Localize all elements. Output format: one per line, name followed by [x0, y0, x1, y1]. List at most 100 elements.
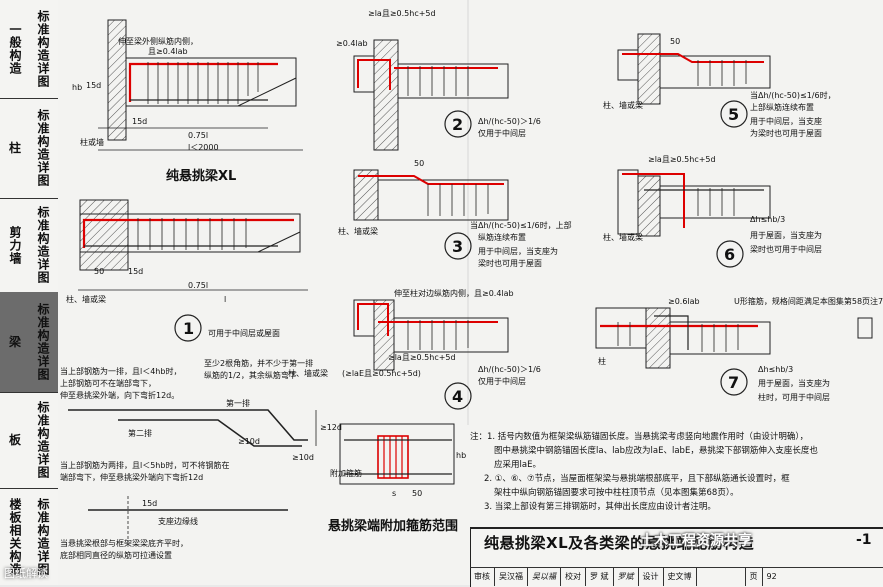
detail-4-text2: 仅用于中间层: [478, 376, 526, 386]
sidebar-label: 柱: [8, 141, 21, 155]
detail-3-text: 当Δh/(hc-50)≤1/6时，上部: [470, 220, 572, 230]
note-line: 2. ①、⑥、⑦节点，当屋面框架梁与悬挑端根部底平，且下部纵筋通长设置时，框: [484, 474, 790, 484]
d1-075l: 0.75l: [188, 131, 208, 140]
sidebar-item-beam[interactable]: 梁 标准构造详图: [0, 292, 58, 393]
sig-cell: 吴汉福: [495, 568, 528, 586]
stirrup-left: 附加箍筋: [330, 468, 362, 478]
d7-u: U形箍筋，规格间距满足本图集第58页注7。: [734, 296, 883, 306]
lower-note9: 底部相同直径的纵筋可拉通设置: [60, 550, 172, 560]
d3-col: 柱、墙或梁: [338, 226, 378, 236]
d10a: ≥10d: [238, 437, 260, 446]
lower-note8: 当悬挑梁根部与框架梁梁底齐平时，: [60, 538, 188, 548]
detail-7-text2: 用于屋面，当支座为: [758, 378, 830, 388]
watermark: 土木工程资源共享: [640, 533, 752, 549]
sidebar-sublabel: 标准构造详图: [36, 303, 50, 381]
lower-note2: 上部钢筋可不在端部弯下，: [60, 378, 156, 388]
sig-cell: 设计: [639, 568, 664, 586]
lower-note7: 端部弯下，伸至悬挑梁外端向下弯折12d: [60, 472, 203, 482]
general-notes: 注：1. 括号内数值为框架梁纵筋锚固长度。当悬挑梁考虑竖向地震作用时（由设计明确…: [470, 430, 880, 514]
sig-cell: 审核: [470, 568, 495, 586]
stirrup-range: 附加箍筋 hb s 50 悬挑梁端附加箍筋范围: [328, 423, 466, 534]
detail-drawings: 伸至梁外侧纵筋内侧， 且≥0.4lab 15d hb 15d 0.75l l＜2…: [58, 0, 883, 585]
detail-5: 50 柱、墙或梁 5 当Δh/(hc-50)≤1/6时， 上部纵筋连续布置 用于…: [603, 33, 836, 138]
sig-cell: 罗 斌: [586, 568, 614, 586]
drawing-title: 纯悬挑梁XL及各类梁的悬挑端配筋构造: [484, 534, 755, 552]
detail-4-number: 4: [452, 387, 463, 406]
d1-15d: 15d: [132, 117, 147, 126]
sidebar-sublabel: 标准构造详图: [36, 497, 50, 576]
d1-col: 柱或墙: [80, 137, 104, 147]
detail-3-text3: 用于中间层，当支座为: [478, 246, 558, 256]
detail-6-text3: 梁时也可用于中间层: [750, 244, 822, 254]
d7-06: ≥0.6lab: [668, 297, 700, 306]
note-line: 架柱中纵向钢筋锚固要求可按中柱柱顶节点（见本图集第68页）。: [494, 488, 739, 498]
sidebar-sublabel: 标准构造详图: [36, 109, 50, 187]
d1-la: 且≥0.4lab: [148, 47, 188, 56]
d6-la: ≥la且≥0.5hc+5d: [648, 155, 716, 164]
sidebar-item-general[interactable]: 一般构造 标准构造详图: [0, 0, 58, 99]
sig-cell: 史文博: [664, 568, 697, 586]
detail-1-text: 可用于中间层或屋面: [208, 328, 280, 338]
stirrup-hb: hb: [456, 451, 466, 460]
detail-5-text3: 用于中间层，当支座: [750, 116, 822, 126]
sidebar-item-floorslab[interactable]: 楼板相关构造 标准构造详图: [0, 488, 58, 585]
detail-3-text4: 梁时也可用于屋面: [478, 258, 542, 268]
sidebar-item-column[interactable]: 柱 标准构造详图: [0, 98, 58, 199]
detail-5-number: 5: [728, 105, 739, 124]
d15: 15d: [142, 499, 157, 508]
note-line: 注：1. 括号内数值为框架梁纵筋锚固长度。当悬挑梁考虑竖向地震作用时（由设计明确…: [470, 432, 809, 442]
d4-top: 伸至柱对边纵筋内侧，且≥0.4lab: [394, 288, 514, 298]
sidebar-item-slab[interactable]: 板 标准构造详图: [0, 392, 58, 489]
d4-col: 柱、墙或梁: [288, 368, 328, 378]
detail-2-text: Δh/(hc-50)＞1/6: [478, 117, 541, 126]
note-line: 图中悬挑梁中钢筋锚固长度la、lab应改为laE、labE，悬挑梁下部钢筋伸入支…: [494, 446, 818, 456]
d2-50: 50: [94, 267, 104, 276]
edge-line: 支座边缘线: [158, 516, 198, 526]
detail-2-number: 2: [452, 115, 463, 134]
sidebar-item-shearwall[interactable]: 剪力墙 标准构造详图: [0, 198, 58, 293]
d3-50: 50: [414, 159, 424, 168]
detail-5-text4: 为梁时也可用于屋面: [750, 128, 822, 138]
sidebar-sublabel: 标准构造详图: [36, 401, 50, 479]
sidebar-sublabel: 标准构造详图: [36, 206, 50, 284]
d2-top: ≥la且≥0.5hc+5d: [368, 9, 436, 18]
detail-7: ≥0.6lab U形箍筋，规格间距满足本图集第58页注7。 柱 7 Δh≤hb/…: [595, 296, 883, 402]
d10b: ≥10d: [292, 453, 314, 462]
lower-bending: 当上部钢筋为一排，且l＜4hb时， 上部钢筋可不在端部弯下， 伸至悬挑梁外端，向…: [60, 358, 342, 560]
sig-cell: 罗斌: [614, 568, 639, 586]
lower-note3: 伸至悬挑梁外端，向下弯折12d。: [60, 390, 179, 400]
detail-7-text3: 柱时，可用于中间层: [758, 392, 830, 402]
signature-row: 审核 吴汉福 吴以福 校对 罗 斌 罗斌 设计 史文博 页 92: [470, 567, 883, 586]
detail-2: ≥la且≥0.5hc+5d ≥0.4lab 2 Δh/(hc-50)＞1/6 仅…: [336, 9, 541, 151]
first-row: 第一排: [226, 398, 250, 408]
d1-hb: hb: [72, 83, 82, 92]
d1-note: 伸至梁外侧纵筋内侧，: [118, 36, 198, 46]
d2-15d: 15d: [128, 267, 143, 276]
sig-cell: 校对: [561, 568, 586, 586]
d4-la2: (≥laE且≥0.5hc+5d): [342, 369, 421, 378]
d2-l: l: [224, 295, 226, 304]
stirrup-50: 50: [412, 489, 422, 498]
detail-5-text2: 上部纵筋连续布置: [750, 102, 814, 112]
detail-xl: 伸至梁外侧纵筋内侧， 且≥0.4lab 15d hb 15d 0.75l l＜2…: [72, 19, 303, 184]
detail-6-text2: 用于屋面，当支座为: [750, 230, 822, 240]
stirrup-title: 悬挑梁端附加箍筋范围: [328, 518, 458, 534]
detail-7-text: Δh≤hb/3: [758, 365, 793, 374]
note-line: 3. 当梁上部设有第三排钢筋时，其伸出长度应由设计者注明。: [484, 502, 716, 512]
detail-2-text2: 仅用于中间层: [478, 128, 526, 138]
sidebar-sublabel: 标准构造详图: [36, 10, 50, 88]
d1-l2000: l＜2000: [188, 143, 219, 152]
sig-cell: 页: [746, 568, 763, 586]
title-xl: 纯悬挑梁XL: [166, 168, 236, 184]
sidebar-label: 一般构造: [8, 23, 22, 75]
detail-1-number: 1: [183, 319, 194, 338]
lower-note5: 纵筋的1/2，其余纵筋弯下: [204, 370, 297, 380]
title-block: [470, 527, 883, 587]
d1-15d-vert: 15d: [86, 81, 101, 90]
lower-note4: 至少2根角筋，并不少于第一排: [204, 358, 313, 368]
detail-5-text: 当Δh/(hc-50)≤1/6时，: [750, 90, 836, 100]
detail-6-number: 6: [724, 245, 735, 264]
sig-cell: 吴以福: [528, 568, 561, 586]
detail-6: ≥la且≥0.5hc+5d 柱、墙或梁 6 Δh≤hb/3 用于屋面，当支座为 …: [603, 155, 822, 268]
